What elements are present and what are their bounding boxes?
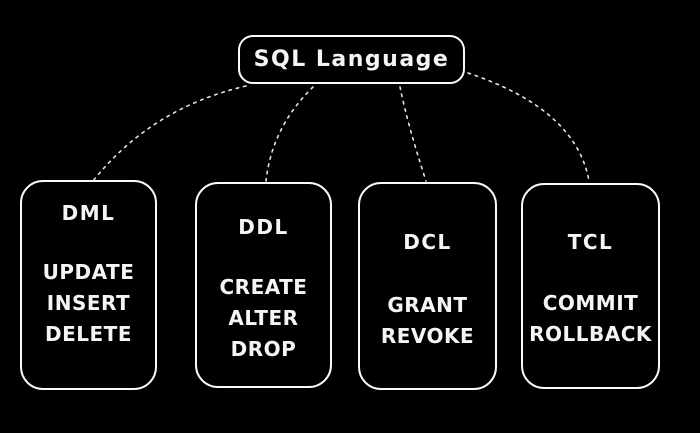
dcl-title: DCL [403,230,452,254]
dml-command-list: UPDATE INSERT DELETE [43,257,135,350]
connector-sql-to-tcl [467,72,590,182]
dcl-command-list: GRANT REVOKE [381,290,474,352]
dml-title: DML [61,201,116,225]
tcl-command: COMMIT [542,291,639,315]
dcl-command: REVOKE [380,324,475,348]
node-sql-language: SQL Language [238,35,465,84]
connector-sql-to-dml [92,85,247,182]
dml-command: INSERT [46,291,131,315]
ddl-command-list: CREATE ALTER DROP [220,272,308,365]
ddl-command: CREATE [219,275,308,299]
ddl-command: DROP [230,337,297,361]
dml-command: DELETE [45,322,132,346]
tcl-command: ROLLBACK [529,322,652,346]
node-ddl: DDL CREATE ALTER DROP [195,182,332,388]
root-node-label: SQL Language [253,47,450,72]
node-dml: DML UPDATE INSERT DELETE [20,180,157,390]
dml-command: UPDATE [42,260,135,284]
dcl-command: GRANT [387,293,468,317]
tcl-title: TCL [567,230,614,254]
tcl-command-list: COMMIT ROLLBACK [529,288,652,350]
ddl-title: DDL [238,215,289,239]
ddl-command: ALTER [228,306,299,330]
node-dcl: DCL GRANT REVOKE [358,182,497,390]
connector-sql-to-ddl [265,86,314,182]
node-tcl: TCL COMMIT ROLLBACK [521,183,660,389]
connector-sql-to-dcl [399,86,427,182]
